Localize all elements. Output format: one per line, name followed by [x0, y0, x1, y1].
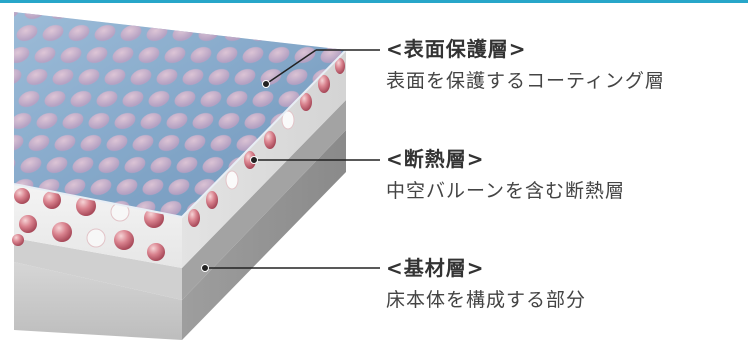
insulation-layer-description: 中空バルーンを含む断熱層 — [386, 180, 626, 202]
base-layer-side — [182, 130, 346, 340]
surface-layer-description: 表面を保護するコーティング層 — [386, 70, 665, 92]
insulation-layer-label: <断熱層> 中空バルーンを含む断熱層 — [386, 146, 625, 204]
base-layer-front — [14, 262, 182, 340]
surface-layer-title: <表面保護層> — [386, 37, 527, 61]
surface-layer-label: <表面保護層> 表面を保護するコーティング層 — [386, 36, 665, 94]
base-layer-front-upper — [14, 238, 182, 300]
leader-line-surface — [262, 49, 380, 88]
base-layer-side-upper — [182, 100, 346, 300]
base-layer-title: <基材層> — [386, 256, 485, 280]
base-layer-description: 床本体を構成する部分 — [386, 289, 587, 311]
leader-line-insulation — [250, 156, 380, 164]
hollow-balloons-front — [12, 188, 165, 261]
hollow-balloons-side — [188, 58, 345, 227]
insulation-layer-title: <断熱層> — [386, 147, 485, 171]
top-accent-rule — [0, 0, 748, 3]
base-layer-label: <基材層> 床本体を構成する部分 — [386, 255, 586, 313]
leader-line-base — [201, 264, 380, 272]
